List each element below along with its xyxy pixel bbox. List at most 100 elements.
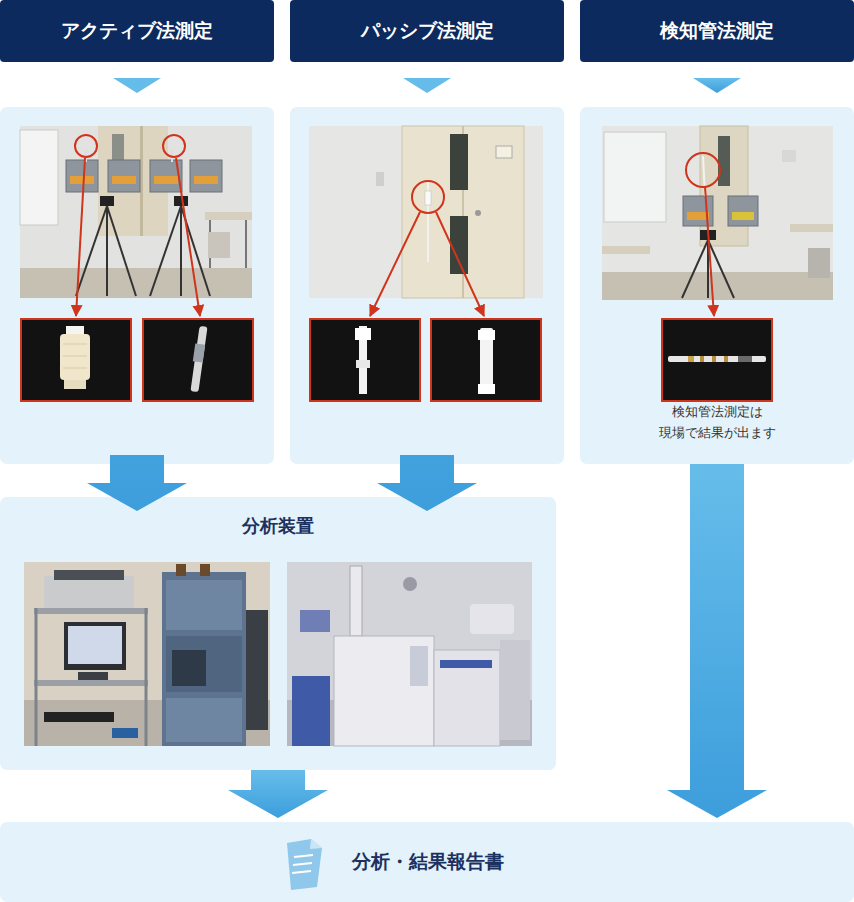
active-sampler-inset-part (190, 326, 207, 392)
passive-photo-part (412, 181, 444, 213)
detector-tube-inset (662, 319, 772, 401)
analyzer-photo-part (176, 564, 186, 576)
passive-photo-part (450, 216, 468, 274)
detector-tube-inset-part (712, 356, 716, 362)
flow-arrow (693, 78, 741, 93)
active-sampler-inset-part (63, 368, 87, 369)
detector-tube-photo-part (682, 240, 708, 298)
active-sampler-inset-part (66, 326, 84, 334)
active-photo-part (154, 176, 178, 184)
panel-ground-part (0, 822, 854, 902)
document-icon (287, 839, 322, 890)
active-sampler-inset (21, 319, 253, 401)
passive-photo-part (370, 212, 420, 316)
detector-tube-inset-part (738, 356, 752, 362)
detector-tube-photo-part (790, 224, 833, 232)
passive-photo-part (309, 126, 543, 298)
analyzer-photo-part (64, 622, 126, 670)
analyzer-photo-part (145, 608, 148, 746)
passive-sampler-inset-part (431, 319, 541, 401)
flow-arrow (377, 78, 477, 511)
node-label: 分析・結果報告書 (352, 849, 504, 875)
detector-tube-photo-part (782, 150, 796, 162)
active-photo-part (106, 206, 108, 296)
panel-ground-part (580, 107, 854, 464)
flow-arrow (667, 464, 767, 818)
gas-chromatograph-photo-part (300, 610, 330, 632)
panel-ground-part (0, 497, 556, 770)
analyzer-photo (24, 562, 270, 746)
node-label: 検知管法測定 (660, 18, 774, 44)
detector-tube-photo-part (686, 153, 720, 187)
detector-tube-photo-part (718, 136, 730, 186)
passive-photo-part (475, 210, 481, 216)
analyzer-photo-part (246, 610, 268, 730)
active-photo-part (107, 206, 136, 296)
passive-sampler-inset (310, 319, 541, 401)
analyzer-photo-part (166, 636, 242, 692)
gas-chromatograph-photo-part (470, 604, 514, 634)
analyzer-photo-part (35, 608, 38, 746)
detector-tube-inset-part (700, 356, 704, 362)
gas-chromatograph-photo-part (440, 660, 492, 668)
detector-tube-photo-part (705, 187, 714, 316)
active-photo-part (112, 176, 136, 184)
report-band: 分析・結果報告書 (0, 822, 854, 902)
detector-tube-inset-part (668, 356, 766, 362)
active-sampler-inset-part (63, 356, 87, 357)
node-label: パッシブ法測定 (361, 18, 494, 44)
method-header: パッシブ法測定 (290, 0, 564, 62)
flow-arrow (228, 770, 328, 818)
passive-sampler-inset-part (478, 330, 495, 340)
gas-chromatograph-photo-part (350, 566, 362, 636)
active-photo-part (163, 135, 185, 157)
passive-sampler-inset-part (478, 384, 495, 394)
detector-tube-photo-part (602, 272, 833, 300)
passive-photo-part (425, 191, 431, 205)
active-photo-part (20, 130, 58, 225)
detector-tube-photo-part (728, 196, 758, 226)
passive-sampler-inset-part (310, 319, 420, 401)
passive-sampler-inset-part (356, 360, 370, 368)
active-photo-part (194, 176, 218, 184)
active-sampler-inset-part (143, 319, 253, 401)
passive-photo (309, 126, 543, 316)
analyzer-photo-part (166, 580, 242, 630)
detector-tube-photo-part (687, 212, 709, 220)
node-label: アクティブ法測定 (61, 18, 213, 44)
document-icon-part (287, 839, 322, 890)
active-photo-part (176, 158, 200, 316)
active-photo-part (205, 212, 252, 220)
passive-photo-part (496, 146, 512, 158)
analyzer-photo-part (200, 564, 210, 576)
analysis-panel: 分析装置 (0, 497, 556, 770)
gas-chromatograph-photo-part (334, 636, 434, 746)
detector-tube-inset-part (724, 356, 728, 362)
detector-tube-photo-part (602, 126, 833, 300)
document-icon-part (292, 871, 311, 873)
analyzer-photo-part (162, 572, 246, 746)
active-photo-part (208, 232, 230, 258)
active-photo-part (76, 158, 85, 316)
node-label: 分析装置 (242, 514, 314, 538)
active-photo-part (20, 126, 252, 298)
gas-chromatograph-photo-part (434, 650, 500, 746)
panel-ground-part (0, 107, 274, 464)
flow-arrow (87, 78, 187, 511)
passive-photo-part (436, 212, 484, 316)
active-photo-part (180, 206, 182, 296)
analyzer-photo-part (44, 576, 134, 608)
passive-photo-part (376, 172, 384, 186)
active-sampler-inset-part (63, 344, 87, 345)
active-sampler-inset-part (21, 319, 131, 401)
method-panel: 検知管法測定は 現場で結果が出ます (580, 107, 854, 464)
analyzer-photo-part (78, 672, 108, 680)
active-photo-part (100, 196, 114, 206)
active-photo-part (70, 176, 94, 184)
document-icon-part (293, 863, 312, 865)
method-header: アクティブ法測定 (0, 0, 274, 62)
document-icon-part (294, 855, 313, 857)
detector-tube-inset-part (662, 319, 772, 401)
